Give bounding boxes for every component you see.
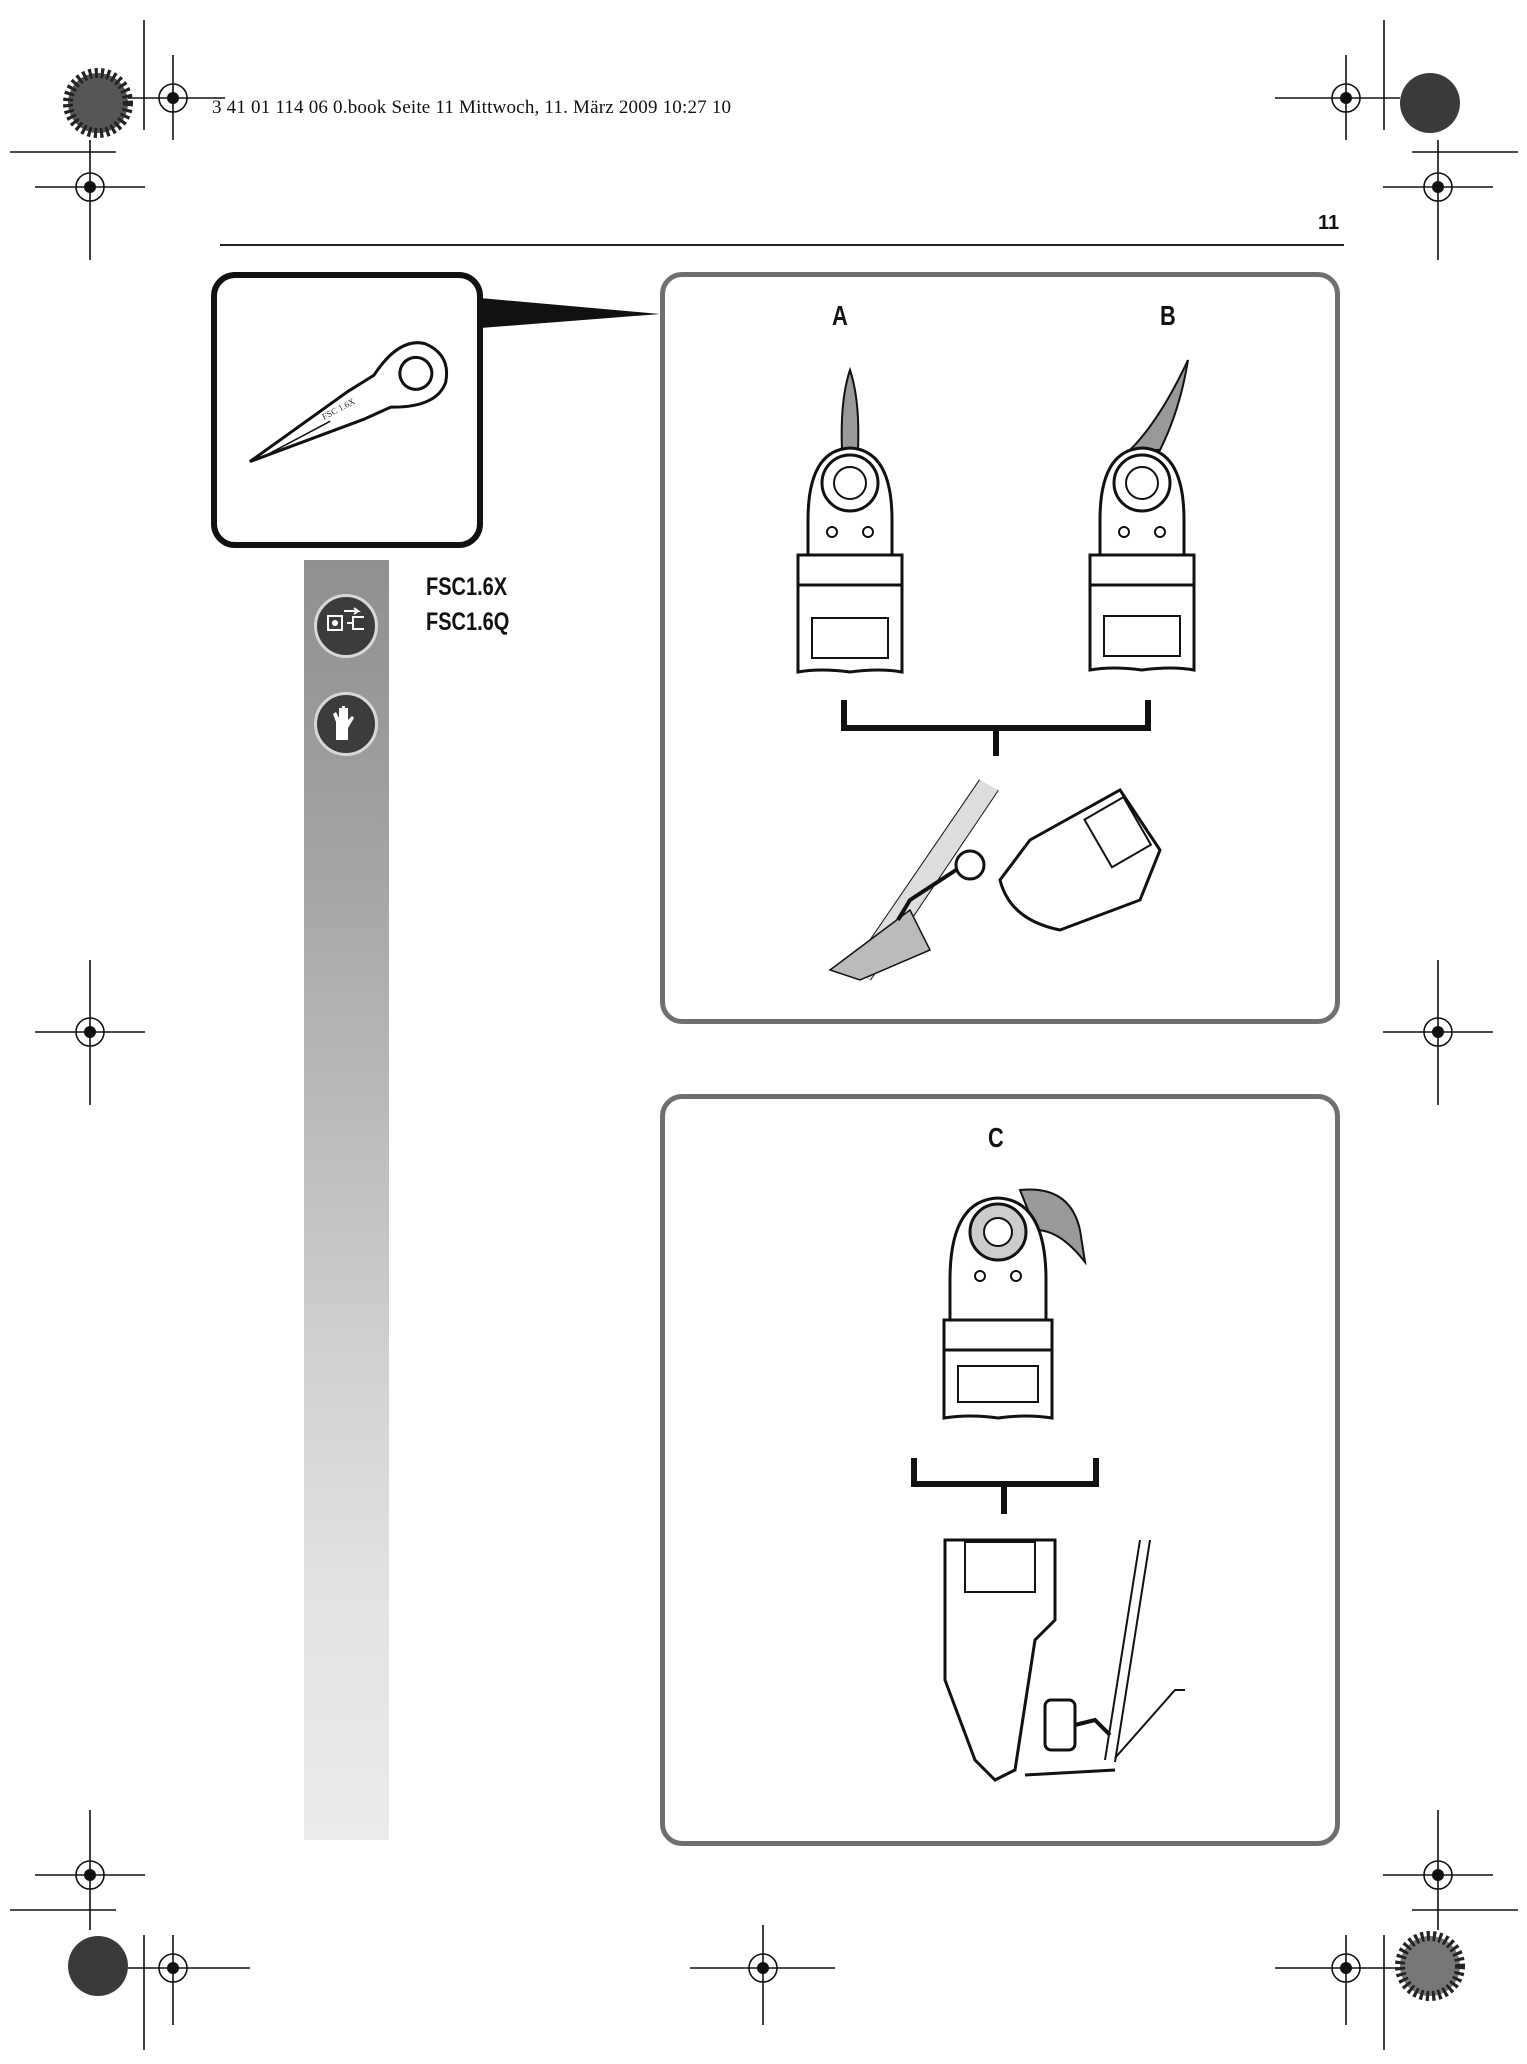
model-name: FSC1.6Q xyxy=(426,608,510,636)
label-c: C xyxy=(988,1122,1004,1153)
gray-sidebar xyxy=(304,560,389,1840)
bracket-ab xyxy=(841,700,1151,756)
tool-head-a xyxy=(796,366,904,674)
panel-ab xyxy=(660,272,1340,1024)
blade-illustration: FSC 1.6X xyxy=(249,341,449,464)
page-number: 11 xyxy=(1318,212,1340,234)
file-meta-line: 3 41 01 114 06 0.book Seite 11 Mittwoch,… xyxy=(212,97,732,118)
model-list: FSC1.6X FSC1.6Q xyxy=(426,570,509,640)
model-name: FSC1.6X xyxy=(426,573,508,601)
label-a: A xyxy=(832,300,848,331)
gloves-icon xyxy=(314,692,378,756)
label-b: B xyxy=(1160,300,1176,331)
usage-illustration-c xyxy=(943,1538,1185,1782)
tool-head-b xyxy=(1088,359,1196,672)
bracket-c xyxy=(911,1458,1099,1514)
blade-thumbnail-frame: FSC 1.6X xyxy=(211,272,483,548)
tool-head-c xyxy=(942,1188,1087,1420)
header-rule xyxy=(220,244,1344,246)
callout-wedge xyxy=(480,298,660,328)
usage-illustration-ab xyxy=(828,779,1162,981)
unplug-icon xyxy=(314,594,378,658)
